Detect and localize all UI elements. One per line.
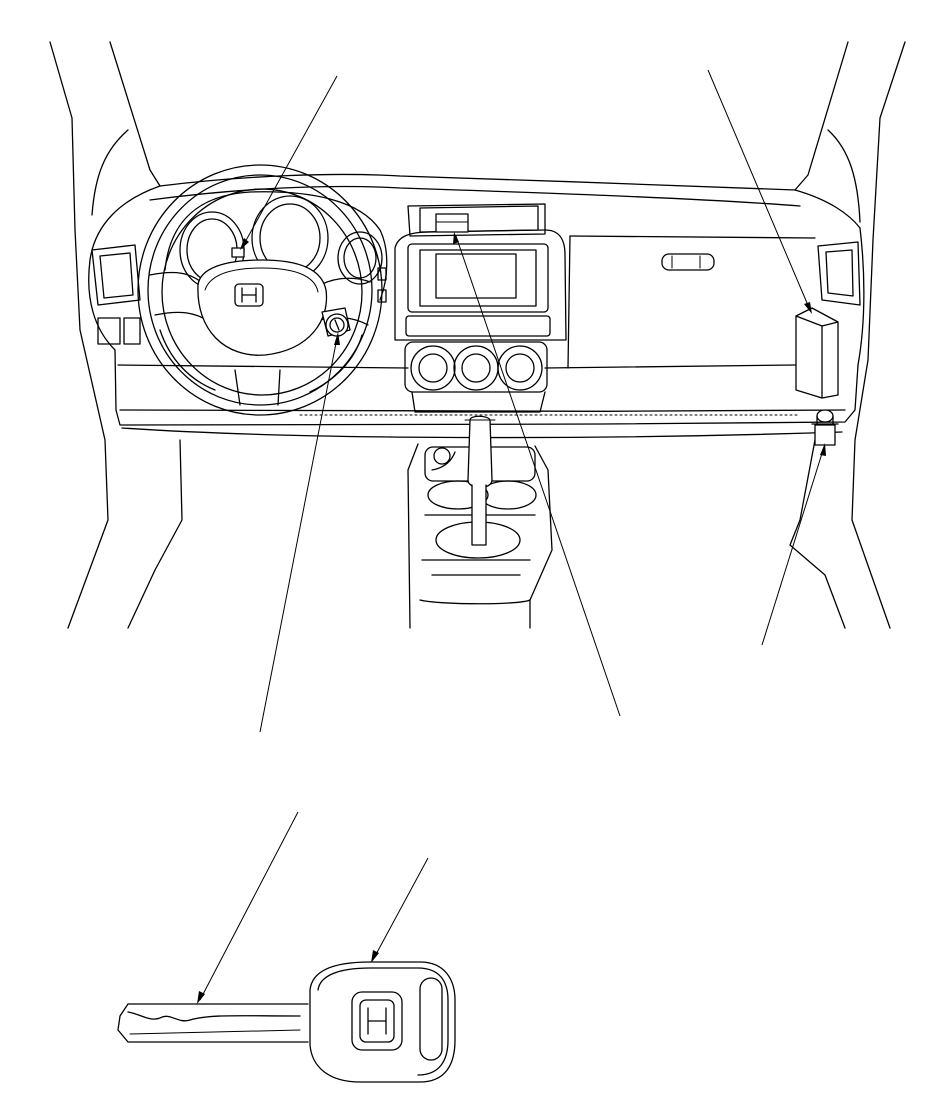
key-emblem-icon xyxy=(351,991,403,1051)
left-outer-vent xyxy=(91,244,141,306)
left-a-pillar xyxy=(49,41,183,629)
center-console xyxy=(407,415,553,629)
indicator-light-icon xyxy=(231,247,245,258)
arrowhead-icon xyxy=(197,991,205,1004)
leader-data-link-connector xyxy=(761,446,825,646)
ignition-key xyxy=(117,961,456,1083)
right-a-pillar xyxy=(789,41,906,629)
leader-key-head xyxy=(373,857,429,959)
left-lower-switches xyxy=(97,317,141,345)
arrowhead-icon xyxy=(240,238,249,250)
leader-lines xyxy=(197,69,826,1004)
arrowhead-icon xyxy=(820,443,826,456)
steering-wheel xyxy=(137,164,383,416)
arrowhead-icon xyxy=(334,332,340,345)
ignition-switch xyxy=(321,307,351,337)
center-stack xyxy=(394,203,567,413)
arrowhead-icon xyxy=(804,302,812,314)
leader-display-module xyxy=(455,235,621,717)
arrowhead-icon xyxy=(371,950,379,963)
display-module-icon xyxy=(435,213,469,233)
leader-ignition-switch xyxy=(259,337,338,733)
data-link-connector xyxy=(811,409,839,446)
right-outer-vent xyxy=(817,241,861,306)
control-unit xyxy=(795,307,839,399)
leader-key-blade xyxy=(199,811,299,1001)
leader-control-unit xyxy=(707,69,811,311)
steering-emblem-icon xyxy=(234,283,264,307)
arrowhead-icon xyxy=(453,232,459,244)
leader-indicator-light xyxy=(243,75,338,245)
dashboard-body xyxy=(88,173,865,439)
